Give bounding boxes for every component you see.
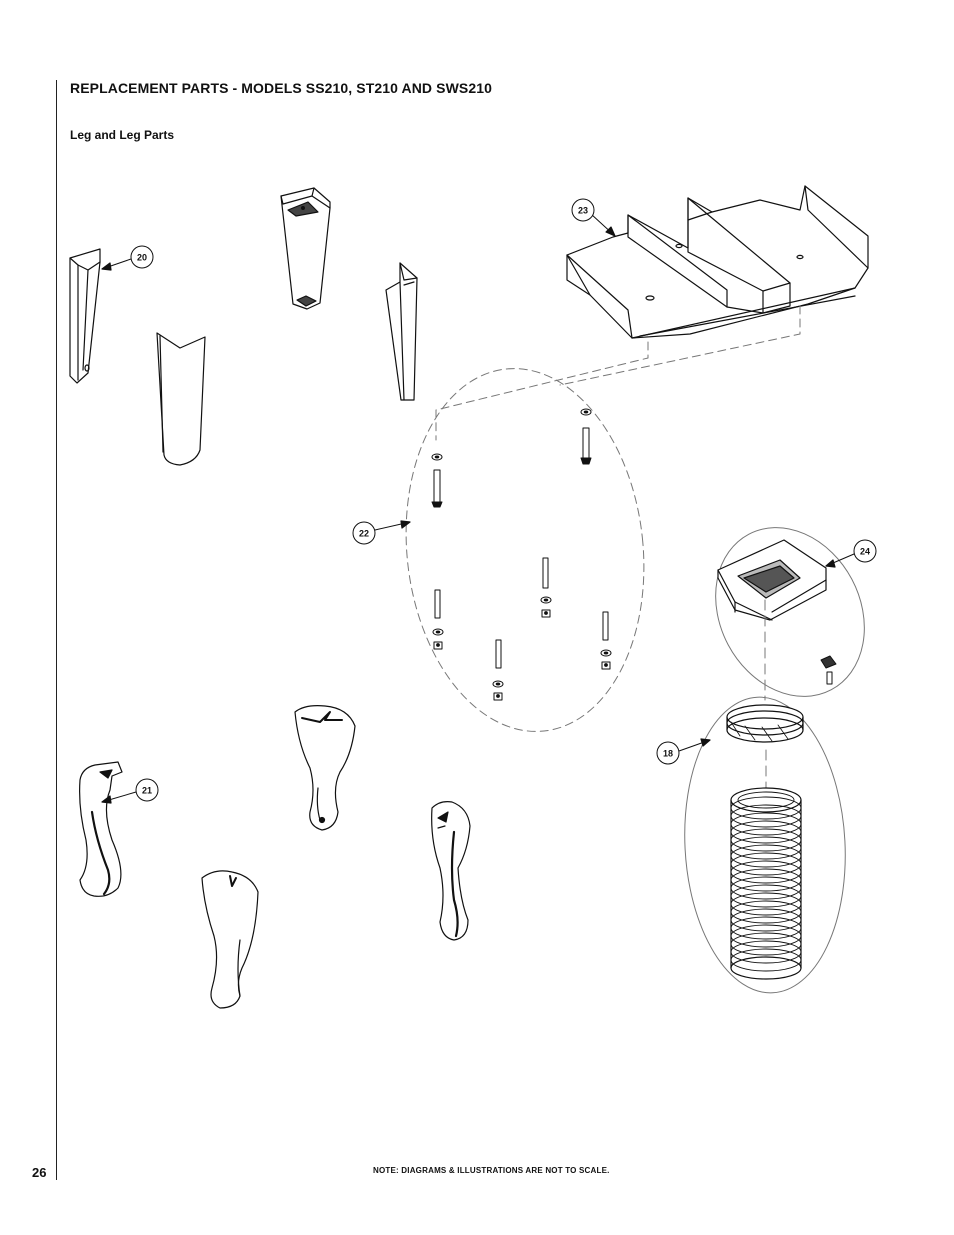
footer-note: NOTE: DIAGRAMS & ILLUSTRATIONS ARE NOT T… xyxy=(373,1166,610,1175)
callout-21: 21 xyxy=(101,778,159,804)
straight-leg-side-view xyxy=(69,248,101,384)
callout-label-18: 18 xyxy=(663,749,673,759)
callout-label-20: 20 xyxy=(137,253,147,263)
callout-18: 18 xyxy=(656,738,711,765)
callout-20: 20 xyxy=(101,245,154,271)
page-title: REPLACEMENT PARTS - MODELS SS210, ST210 … xyxy=(70,80,492,96)
straight-leg-top-bracket xyxy=(280,187,331,310)
cabriole-leg-side-right xyxy=(431,801,471,941)
callout-label-22: 22 xyxy=(359,529,369,539)
cabriole-leg-front-left xyxy=(201,870,259,1009)
straight-leg-angle-view xyxy=(385,262,418,401)
cabriole-leg-top-view xyxy=(294,705,356,831)
cabriole-leg-side-left xyxy=(79,761,123,897)
section-heading: Leg and Leg Parts xyxy=(70,128,175,142)
callout-22: 22 xyxy=(352,520,411,545)
inlet-screw xyxy=(820,655,837,685)
margin-rule xyxy=(56,80,57,1180)
callout-label-23: 23 xyxy=(578,206,588,216)
flex-duct xyxy=(730,787,802,980)
duct-clamp-ring xyxy=(726,704,804,743)
callout-23: 23 xyxy=(571,198,616,237)
leg-mounting-plate xyxy=(566,185,869,339)
connector-lines xyxy=(764,599,767,791)
hardware-group-outline xyxy=(405,305,801,732)
flex-duct-outline xyxy=(684,696,846,994)
straight-leg-front-view xyxy=(156,332,206,466)
hardware-bolts xyxy=(431,408,612,701)
page-number: 26 xyxy=(32,1165,47,1180)
callout-label-24: 24 xyxy=(860,547,870,557)
callout-label-21: 21 xyxy=(142,786,152,796)
air-inlet-box xyxy=(717,539,827,621)
callout-24: 24 xyxy=(825,539,877,568)
inlet-cover-outline xyxy=(715,527,865,697)
